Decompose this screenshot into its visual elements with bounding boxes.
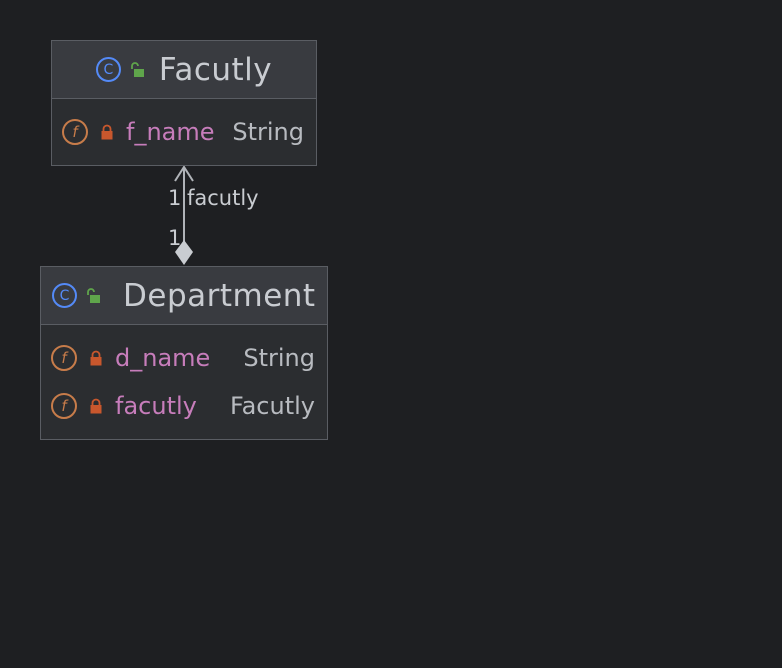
- arrowhead-icon: [174, 165, 194, 182]
- field-icon: f: [62, 119, 88, 145]
- class-name: Department: [123, 277, 316, 314]
- field-type: Facutly: [230, 392, 315, 420]
- field-name: d_name: [115, 344, 211, 372]
- class-header: C Department: [41, 267, 327, 325]
- public-icon: [87, 287, 100, 303]
- target-multiplicity: 1: [168, 186, 182, 210]
- field-icon: f: [51, 345, 77, 371]
- field-row[interactable]: f d_name String: [41, 334, 327, 382]
- class-header: C Facutly: [52, 41, 316, 99]
- field-name: facutly: [115, 392, 197, 420]
- class-facutly[interactable]: C Facutly f f_name String: [51, 40, 317, 166]
- source-multiplicity: 1: [168, 226, 182, 250]
- class-icon: C: [52, 283, 77, 308]
- field-type: String: [232, 118, 304, 146]
- public-icon: [130, 61, 144, 77]
- field-icon: f: [51, 393, 77, 419]
- target-role-label: facutly: [187, 186, 259, 210]
- class-icon: C: [95, 57, 121, 82]
- composition-diamond-icon: [175, 240, 193, 265]
- field-row[interactable]: f facutly Facutly: [41, 382, 327, 430]
- class-name: Facutly: [158, 51, 273, 88]
- private-lock-icon: [90, 350, 102, 366]
- field-type: String: [243, 344, 315, 372]
- class-department[interactable]: C Department f d_name String f: [40, 266, 328, 440]
- private-lock-icon: [101, 124, 113, 140]
- field-row[interactable]: f f_name String: [52, 99, 316, 165]
- field-name: f_name: [126, 118, 215, 146]
- private-lock-icon: [90, 398, 102, 414]
